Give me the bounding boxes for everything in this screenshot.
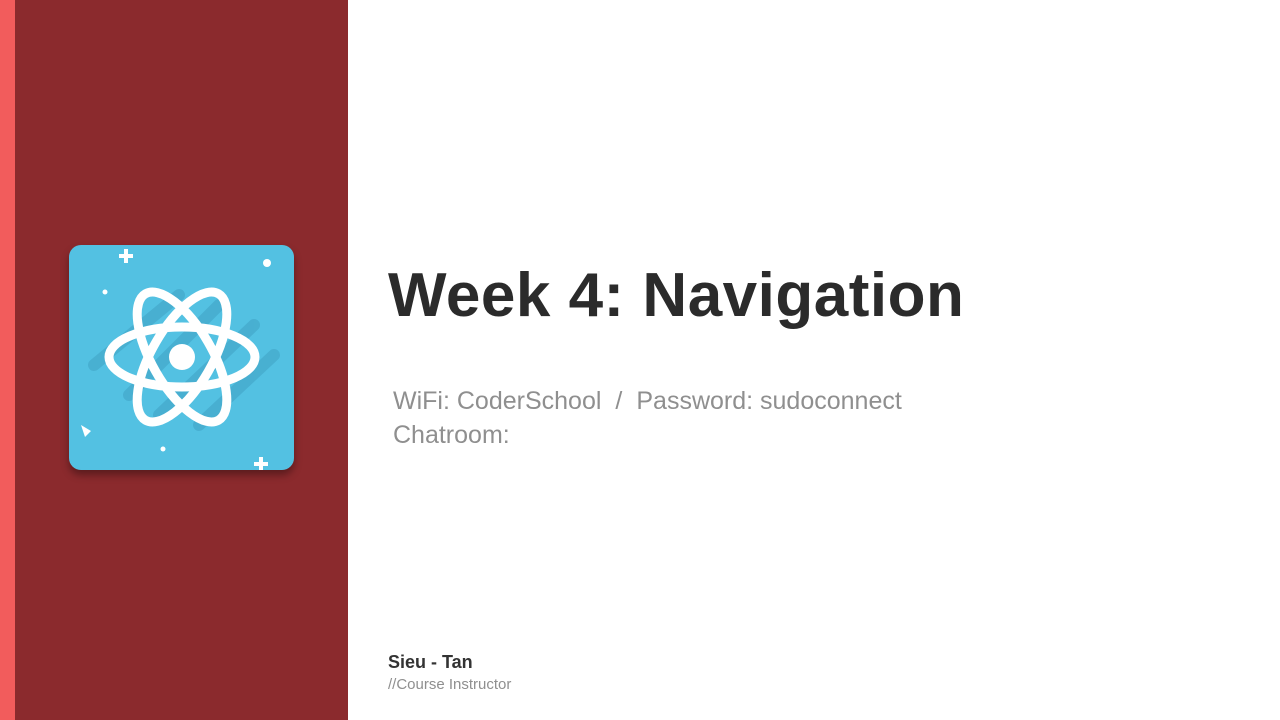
connection-info: WiFi: CoderSchool/Password: sudoconnect … (393, 384, 902, 452)
react-logo (69, 245, 294, 470)
accent-strip (0, 0, 15, 720)
slide-title: Week 4: Navigation (388, 261, 965, 330)
wifi-name: WiFi: CoderSchool (393, 387, 602, 415)
wifi-password: Password: sudoconnect (636, 387, 902, 415)
wifi-info-line: WiFi: CoderSchool / Password: sudoconnect (393, 384, 902, 418)
presenter-footer: Sieu - Tan //Course Instructor (388, 650, 511, 696)
presenter-role: //Course Instructor (388, 676, 512, 693)
info-separator: / (615, 387, 623, 415)
chatroom-label: Chatroom: (393, 421, 510, 449)
presenter-name: Sieu - Tan (388, 652, 473, 672)
react-atom-icon (69, 245, 294, 470)
